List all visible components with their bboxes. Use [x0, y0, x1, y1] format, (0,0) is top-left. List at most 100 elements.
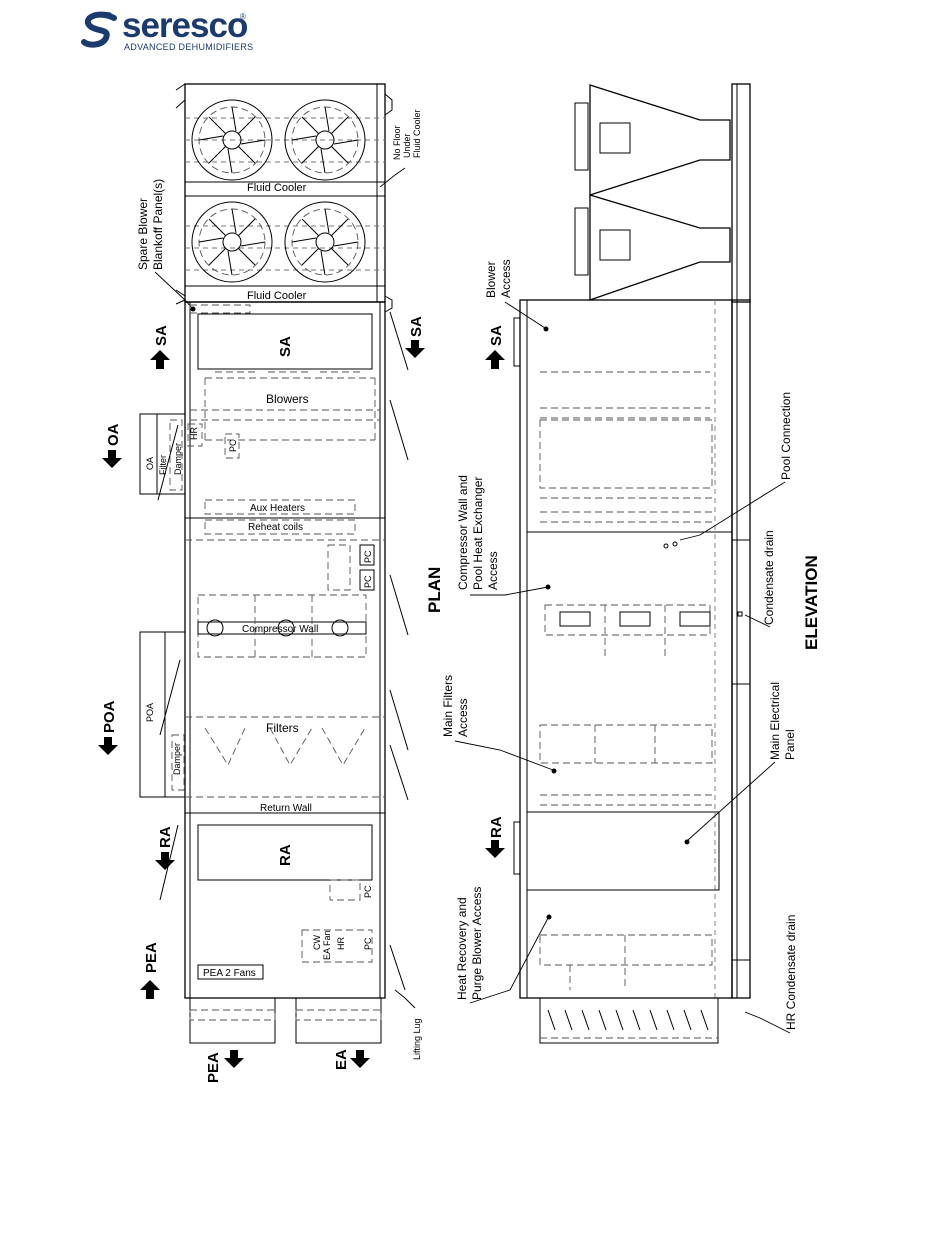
svg-text:OA: OA: [105, 423, 122, 446]
fan-icon: [284, 201, 366, 283]
heat-recovery-note: Heat Recovery and Purge Blower Access: [455, 887, 552, 1004]
arrow-down-icon: [405, 340, 425, 358]
return-wall-label: Return Wall: [260, 803, 312, 814]
svg-text:Compressor Wall and: Compressor Wall and: [456, 475, 470, 590]
svg-text:Pool Heat Exchanger: Pool Heat Exchanger: [471, 477, 485, 590]
arrow-up-icon: [485, 350, 505, 369]
svg-text:Blankoff Panel(s): Blankoff Panel(s): [151, 179, 165, 270]
svg-text:PEA: PEA: [143, 942, 160, 973]
svg-text:POA: POA: [101, 700, 118, 733]
svg-text:No Floor: No Floor: [392, 125, 402, 160]
svg-text:Blower: Blower: [484, 261, 498, 298]
brand-name: seresco: [122, 6, 248, 45]
svg-text:Heat Recovery and: Heat Recovery and: [455, 897, 469, 1000]
svg-text:SA: SA: [153, 325, 170, 346]
aux-heaters-label: Aux Heaters: [250, 503, 305, 514]
spare-blower-note: Spare Blower Blankoff Panel(s): [136, 179, 196, 312]
cw-label: CW: [312, 935, 322, 950]
svg-text:Pool Connection: Pool Connection: [779, 392, 793, 480]
svg-text:Main Filters: Main Filters: [441, 675, 455, 737]
arrow-up-icon: [150, 350, 170, 369]
svg-text:Panel: Panel: [783, 729, 797, 760]
svg-text:Purge Blower Access: Purge Blower Access: [470, 887, 484, 1000]
poa-box: [139, 631, 186, 798]
fluid-cooler-hood: [589, 194, 731, 301]
fan-icon: [191, 201, 273, 283]
pea-fans-label: PEA 2 Fans: [203, 968, 256, 979]
main-electrical-box: [526, 811, 720, 891]
poa-box-label: POA: [145, 703, 155, 722]
arrow-down-icon: [224, 1050, 244, 1068]
pc-c-label: PC: [363, 885, 373, 898]
arrow-down-icon: [98, 737, 118, 755]
sa-right-label: SA: [405, 316, 425, 358]
hr-top-label: HR: [189, 427, 199, 440]
svg-text:OA: OA: [145, 457, 155, 470]
ra-box-label: RA: [277, 844, 294, 866]
pool-connection-note: Pool Connection: [663, 392, 793, 549]
fluid-cooler-hood: [589, 84, 731, 196]
sa-left-label: SA: [150, 325, 170, 369]
ra-box: [197, 824, 373, 881]
pc-a-label: PC: [363, 550, 373, 563]
blowers-label: Blowers: [266, 392, 309, 406]
pea-label: PEA: [140, 942, 160, 999]
blower-access-note: Blower Access: [484, 259, 549, 332]
ea-fan-label: EA Fan: [322, 930, 332, 960]
svg-text:Condensate drain: Condensate drain: [762, 530, 776, 625]
brand-tagline: ADVANCED DEHUMIDIFIERS: [124, 42, 254, 52]
oa-label: OA: [102, 423, 122, 468]
lifting-lug-label: Lifting Lug: [412, 1018, 422, 1060]
brand-reg: ®: [240, 12, 246, 21]
elevation-casing: [519, 299, 733, 999]
fluid-cooler-label-2: Fluid Cooler: [247, 290, 307, 302]
oa-filter-box: [139, 413, 186, 495]
hr-condensate-note: HR Condensate drain: [744, 915, 798, 1034]
svg-text:Access: Access: [486, 551, 500, 590]
fan-icon: [191, 99, 273, 181]
pc-top-label: PC: [228, 439, 238, 452]
arrow-up-icon: [140, 980, 160, 999]
pea-bottom-label: PEA: [205, 1050, 244, 1083]
ra-label: RA: [155, 826, 175, 870]
filters-label: Filters: [266, 721, 299, 735]
pc-d-label: PC: [363, 937, 373, 950]
poa-damper-label: Damper: [172, 743, 182, 775]
svg-text:PEA: PEA: [205, 1052, 222, 1083]
svg-text:Access: Access: [499, 259, 513, 298]
oa-damper-label: Damper: [173, 443, 183, 475]
sa-box: [197, 313, 373, 370]
pc-b-label: PC: [363, 575, 373, 588]
svg-text:Access: Access: [456, 698, 470, 737]
pea-duct: [189, 997, 276, 1044]
sa-box-label: SA: [277, 336, 294, 357]
plan-view: Fluid Cooler Fluid Cooler No Floor Under…: [98, 83, 444, 1083]
hr-duct: [539, 997, 719, 1044]
ea-bottom-label: EA: [333, 1049, 370, 1070]
svg-text:Filter: Filter: [158, 455, 168, 475]
elev-ra-label: RA: [485, 816, 505, 858]
arrow-down-icon: [485, 840, 505, 858]
svg-text:SA: SA: [408, 316, 425, 337]
reheat-coils-label: Reheat coils: [248, 522, 303, 533]
arrow-down-icon: [155, 852, 175, 870]
compressor-access-note: Compressor Wall and Pool Heat Exchanger …: [456, 475, 551, 596]
svg-text:RA: RA: [157, 826, 174, 848]
seresco-logo: seresco ® ADVANCED DEHUMIDIFIERS: [80, 6, 254, 54]
svg-text:Under: Under: [402, 133, 412, 158]
plan-title: PLAN: [425, 567, 444, 613]
fluid-cooler-label-1: Fluid Cooler: [247, 182, 307, 194]
seresco-swoosh-icon: [81, 11, 117, 48]
no-floor-note: No Floor Under Fluid Cooler: [379, 109, 422, 188]
svg-text:HR Condensate drain: HR Condensate drain: [784, 915, 798, 1030]
poa-label: POA: [98, 700, 118, 755]
fan-icon: [284, 99, 366, 181]
main-filters-note: Main Filters Access: [441, 675, 557, 774]
compressor-wall-label: Compressor Wall: [242, 624, 318, 635]
plan-casing: [184, 301, 386, 999]
ea-duct: [295, 997, 382, 1044]
hr-low-label: HR: [336, 937, 346, 950]
arrow-down-icon: [102, 450, 122, 468]
svg-text:Spare Blower: Spare Blower: [136, 198, 150, 270]
